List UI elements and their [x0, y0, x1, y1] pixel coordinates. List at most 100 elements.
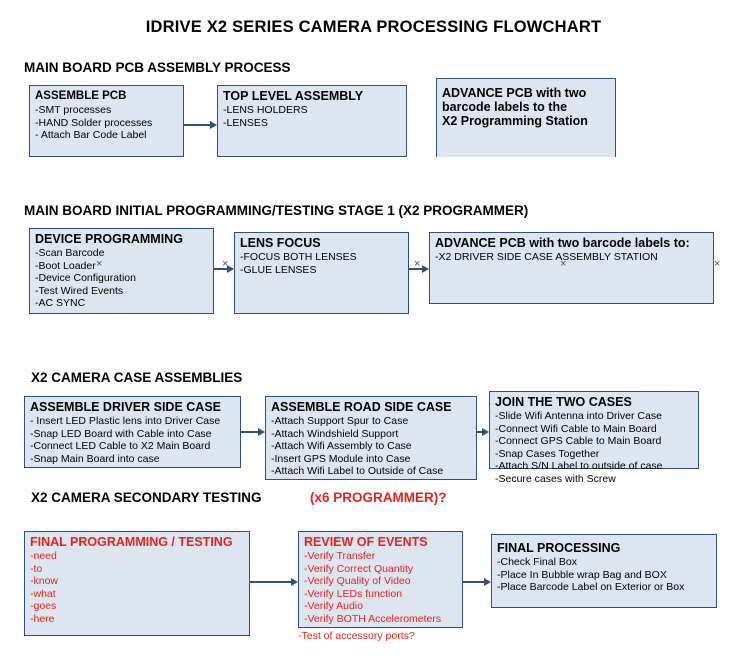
list-item: -Secure cases with Screw	[495, 472, 616, 485]
list-item: - Insert LED Plastic lens into Driver Ca…	[30, 415, 221, 427]
list-item: -GLUE LENSES	[240, 263, 317, 276]
review-of-events-overflow-item: -Test of accessory ports?	[298, 630, 415, 642]
list-item: -Check Final Box	[497, 556, 577, 568]
arrow-lens-to-advance	[409, 265, 429, 273]
box-lens-focus[interactable]: LENS FOCUS -FOCUS BOTH LENSES -GLUE LENS…	[234, 232, 409, 314]
list-item: -Test Wired Events	[35, 284, 124, 297]
x-mark: ×	[222, 258, 229, 270]
list-item: -Boot Loader	[35, 259, 96, 272]
box-items: -SMT processes -HAND Solder processes - …	[30, 104, 183, 146]
list-item: -Scan Barcode	[35, 247, 105, 259]
box-join-the-two-cases[interactable]: JOIN THE TWO CASES -Slide Wifi Antenna i…	[489, 391, 699, 485]
spacer	[29, 157, 629, 158]
box-items: -X2 DRIVER SIDE CASE ASSEMBLY STATION	[430, 251, 713, 268]
section-heading-3: X2 CAMERA CASE ASSEMBLIES	[31, 370, 243, 385]
arrow-roadside-to-join	[477, 428, 489, 436]
arrow-review-to-final-processing	[463, 578, 491, 586]
list-item: -Attach Windshield Support	[271, 427, 399, 440]
box-items: -LENS HOLDERS -LENSES	[218, 104, 406, 133]
box-device-programming[interactable]: DEVICE PROGRAMMING -Scan Barcode -Boot L…	[29, 228, 214, 314]
list-item: -Attach Support Spur to Case	[271, 415, 409, 427]
box-items: -Check Final Box -Place In Bubble wrap B…	[492, 556, 716, 598]
box-items: - Insert LED Plastic lens into Driver Ca…	[25, 415, 240, 469]
list-item: -Connect Wifi Cable to Main Board	[495, 422, 657, 435]
list-item: -Attach S/N Label to outside of case	[495, 460, 663, 473]
box-items: -Verify Transfer -Verify Correct Quantit…	[299, 550, 462, 630]
x-mark: ×	[714, 258, 721, 270]
list-item: -Place Barcode Label on Exterior or Box	[497, 581, 685, 594]
arrow-device-to-lens	[214, 265, 234, 273]
box-header-line2: barcode labels to the	[442, 100, 568, 114]
box-items: -Slide Wifi Antenna into Driver Case -Co…	[490, 410, 698, 490]
list-item: -Insert GPS Module into Case	[271, 452, 411, 465]
box-assemble-driver-side-case[interactable]: ASSEMBLE DRIVER SIDE CASE - Insert LED P…	[24, 396, 241, 468]
list-item: -Attach Wifi Label to Outside of Case	[271, 465, 444, 478]
list-item: -Connect LED Cable to X2 Main Board	[30, 440, 211, 453]
x-mark: ×	[560, 258, 567, 270]
list-item: -need	[30, 550, 57, 562]
list-item: -SMT processes	[35, 104, 112, 116]
x-mark: ×	[96, 258, 103, 270]
list-item: -Place In Bubble wrap Bag and BOX	[497, 568, 667, 581]
list-item: -what	[30, 587, 56, 600]
arrow-final-prog-to-review	[250, 578, 298, 586]
list-item: -AC SYNC	[35, 297, 86, 310]
section-heading-4-suffix: (x6 PROGRAMMER)?	[310, 490, 447, 505]
box-header: ADVANCE PCB with two barcode labels to:	[435, 236, 690, 250]
list-item: -Verify Transfer	[304, 550, 376, 562]
list-item: -Verify Quality of Video	[304, 575, 411, 588]
box-assemble-pcb[interactable]: ASSEMBLE PCB -SMT processes -HAND Solder…	[29, 85, 184, 157]
box-items: -Scan Barcode -Boot Loader -Device Confi…	[30, 247, 213, 314]
list-item: -Attach Wifi Assembly to Case	[271, 440, 412, 453]
section-heading-2: MAIN BOARD INITIAL PROGRAMMING/TESTING S…	[24, 203, 529, 218]
box-advance-pcb-driver-case[interactable]: ADVANCE PCB with two barcode labels to: …	[429, 232, 714, 304]
box-header: ASSEMBLE ROAD SIDE CASE	[271, 400, 452, 414]
box-header: ASSEMBLE DRIVER SIDE CASE	[30, 400, 222, 414]
list-item: -Snap LED Board with Cable into Case	[30, 427, 212, 440]
list-item: - Attach Bar Code Label	[35, 129, 147, 142]
list-item: -know	[30, 575, 59, 588]
list-item: -Verify LEDs function	[304, 587, 403, 600]
box-header: ADVANCE PCB with two	[442, 86, 587, 100]
box-items: -need -to -know -what -goes -here	[25, 550, 249, 630]
box-header: JOIN THE TWO CASES	[495, 395, 632, 409]
box-header: LENS FOCUS	[240, 236, 321, 250]
box-top-level-assembly[interactable]: TOP LEVEL ASSEMBLY -LENS HOLDERS -LENSES	[217, 85, 407, 157]
box-final-programming-testing[interactable]: FINAL PROGRAMMING / TESTING -need -to -k…	[24, 531, 250, 636]
box-items: -Attach Support Spur to Case -Attach Win…	[266, 415, 476, 482]
box-header: TOP LEVEL ASSEMBLY	[223, 89, 364, 103]
box-items: -FOCUS BOTH LENSES -GLUE LENSES	[235, 251, 408, 280]
box-header: FINAL PROGRAMMING / TESTING	[30, 535, 233, 549]
list-item: -Snap Cases Together	[495, 447, 600, 460]
list-item: -FOCUS BOTH LENSES	[240, 251, 357, 263]
page-title: IDRIVE X2 SERIES CAMERA PROCESSING FLOWC…	[145, 18, 602, 36]
box-header: FINAL PROCESSING	[497, 541, 621, 555]
list-item: -Verify Correct Quantity	[304, 562, 414, 575]
box-final-processing[interactable]: FINAL PROCESSING -Check Final Box -Place…	[491, 534, 717, 608]
box-advance-pcb-programming-station[interactable]: ADVANCE PCB with two barcode labels to t…	[436, 78, 616, 158]
list-item: -Verify Audio	[304, 600, 363, 613]
list-item: -HAND Solder processes	[35, 116, 153, 129]
list-item: -goes	[30, 600, 57, 613]
box-header: DEVICE PROGRAMMING	[35, 232, 183, 246]
box-header: ASSEMBLE PCB	[35, 90, 127, 102]
list-item: -to	[30, 562, 43, 575]
list-item: -LENS HOLDERS	[223, 104, 308, 116]
arrow-pcb-to-toplevel	[184, 121, 217, 129]
list-item: -LENSES	[223, 116, 268, 129]
box-header: REVIEW OF EVENTS	[304, 535, 428, 549]
section-heading-1: MAIN BOARD PCB ASSEMBLY PROCESS	[24, 60, 291, 75]
list-item: -Connect GPS Cable to Main Board	[495, 435, 662, 448]
list-item: -X2 DRIVER SIDE CASE ASSEMBLY STATION	[435, 251, 658, 263]
box-assemble-road-side-case[interactable]: ASSEMBLE ROAD SIDE CASE -Attach Support …	[265, 396, 477, 480]
section-heading-4: X2 CAMERA SECONDARY TESTING	[31, 490, 262, 505]
arrow-driver-to-roadside	[241, 428, 265, 436]
list-item: -Device Configuration	[35, 272, 136, 285]
box-header-line3: X2 Programming Station	[442, 114, 588, 128]
box-review-of-events[interactable]: REVIEW OF EVENTS -Verify Transfer -Verif…	[298, 531, 463, 628]
list-item: -Snap Main Board into case	[30, 452, 160, 465]
list-item: -Slide Wifi Antenna into Driver Case	[495, 410, 662, 422]
list-item: -here	[30, 612, 55, 625]
x-mark: ×	[414, 258, 421, 270]
